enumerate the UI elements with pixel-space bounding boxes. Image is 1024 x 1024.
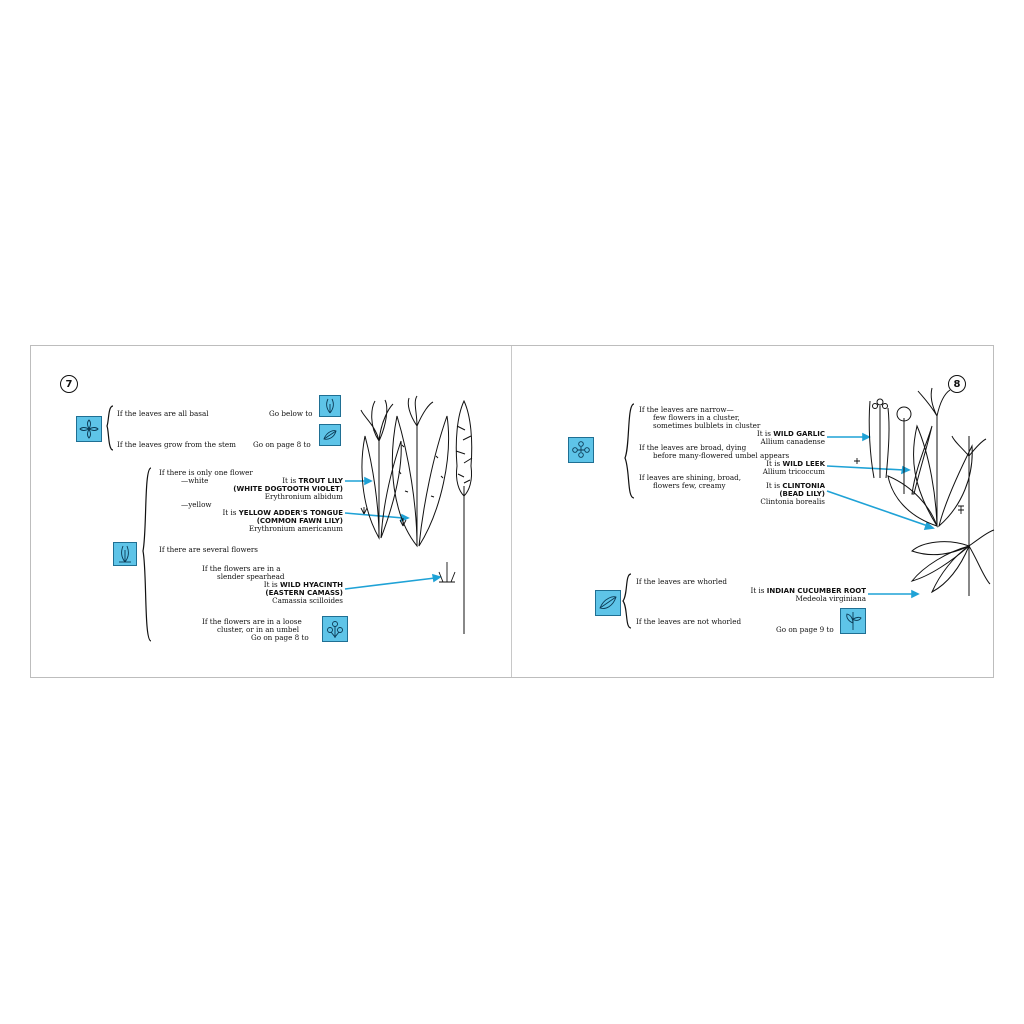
white-text: —white [181, 476, 209, 485]
clintonia-drawing [887, 387, 973, 528]
clintonia-sci: Clintonia borealis [760, 497, 825, 506]
trout-lily-label: It is TROUT LILY [211, 476, 343, 485]
clintonia-name: CLINTONIA [782, 482, 825, 490]
cucumber-root-name: INDIAN CUCUMBER ROOT [766, 587, 866, 595]
leaves-stem-text: If the leaves grow from the stem [117, 440, 236, 449]
wild-garlic-label: It is WILD GARLIC [692, 429, 825, 438]
page-gutter [511, 346, 512, 677]
trout-lily-name: TROUT LILY [298, 477, 343, 485]
leaf-clump-key-icon [113, 542, 137, 566]
cucumber-root-sci: Medeola virginiana [795, 594, 867, 603]
trout-lily-alt: (WHITE DOGTOOTH VIOLET) [233, 485, 343, 493]
broad-text-1: If the leaves are broad, dying [639, 443, 747, 452]
whorled-text: If the leaves are whorled [636, 577, 727, 586]
not-whorled-text: If the leaves are not whorled [636, 617, 742, 626]
leaves-basal-text: If the leaves are all basal [117, 409, 209, 418]
narrow-text-1: If the leaves are narrow— [639, 405, 734, 414]
adders-tongue-sci: Erythronium americanum [248, 524, 343, 533]
trout-lily-drawing [360, 399, 402, 540]
arrow [344, 512, 404, 519]
basal-leaves-key-icon [76, 416, 102, 442]
hyacinth-thumbnail [438, 562, 456, 583]
arrowhead [900, 465, 911, 475]
spearhead-text-1: If the flowers are in a [202, 564, 281, 573]
whorled-leaf-key-icon [595, 590, 621, 616]
page-number: 8 [948, 375, 966, 393]
adders-tongue-drawing [391, 395, 450, 548]
it-is: It is [766, 481, 781, 490]
trout-lily-thumbnail [360, 507, 368, 515]
adders-tongue-alt: (COMMON FAWN LILY) [256, 517, 343, 525]
right-page-drawings [622, 387, 995, 629]
cucumber-root-drawing [910, 435, 995, 596]
hyacinth-sci: Camassia scilloides [272, 596, 343, 605]
it-is: It is [222, 508, 237, 517]
wild-garlic-drawing [868, 398, 890, 479]
brace [624, 403, 635, 499]
clintonia-thumbnail [958, 505, 964, 514]
cluster-key-icon [322, 616, 348, 642]
cucumber-root-label: It is INDIAN CUCUMBER ROOT [692, 586, 866, 595]
adders-tongue-label: It is YELLOW ADDER'S TONGUE [191, 508, 343, 517]
clintonia-alt: (BEAD LILY) [779, 490, 825, 498]
wild-garlic-name: WILD GARLIC [773, 430, 825, 438]
loose-cluster-text-2: cluster, or in an umbel [217, 625, 300, 634]
it-is: It is [756, 429, 771, 438]
narrow-text-2: few flowers in a cluster, [653, 413, 740, 422]
arrow [826, 490, 929, 527]
left-page: 7 If the leaves are all basal Go below t… [31, 346, 511, 677]
go-page8-text: Go on page 8 to [253, 440, 311, 449]
wild-leek-drawing [896, 406, 933, 495]
arrowhead [911, 589, 920, 599]
adders-tongue-thumbnail [399, 518, 407, 527]
arrow [826, 465, 905, 471]
arrowhead [364, 476, 373, 486]
narrow-text-3: sometimes bulblets in cluster [653, 421, 761, 430]
hyacinth-alt: (EASTERN CAMASS) [265, 589, 343, 597]
page-number: 7 [60, 375, 78, 393]
it-is: It is [282, 476, 297, 485]
hyacinth-drawing [455, 399, 473, 634]
brace [142, 467, 152, 642]
book-spread: 7 If the leaves are all basal Go below t… [30, 345, 995, 678]
it-is: It is [263, 580, 278, 589]
wild-leek-name: WILD LEEK [782, 460, 825, 468]
brace [622, 573, 632, 629]
stem-leaf-key-icon [840, 608, 866, 634]
several-flowers-text: If there are several flowers [159, 545, 259, 554]
yellow-text: —yellow [181, 500, 212, 509]
arrowhead [432, 573, 442, 583]
arrowhead [862, 432, 871, 442]
loose-cluster-text-3: Go on page 8 to [251, 633, 309, 642]
adders-tongue-name: YELLOW ADDER'S TONGUE [238, 509, 343, 517]
shining-text-2: flowers few, creamy [653, 481, 726, 490]
right-page: 8 If the leaves are narrow— few flowers … [512, 346, 995, 677]
wild-leek-label: It is WILD LEEK [692, 459, 825, 468]
hyacinth-label: It is WILD HYACINTH [221, 580, 343, 589]
broad-text-2: before many-flowered umbel appears [653, 451, 790, 460]
trout-lily-sci: Erythronium albidum [264, 492, 343, 501]
it-is: It is [766, 459, 781, 468]
loose-cluster-text-1: If the flowers are in a loose [202, 617, 302, 626]
arrowhead [923, 521, 935, 530]
spearhead-text-2: slender spearhead [217, 572, 285, 581]
garlic-thumbnail [854, 458, 860, 464]
go-below-text: Go below to [269, 409, 313, 418]
it-is: It is [750, 586, 765, 595]
stem-leaf-key-icon [319, 424, 341, 446]
basal-leaf-key-icon [319, 395, 341, 417]
arrow [344, 577, 436, 590]
wild-leek-sci: Allium tricoccum [762, 467, 825, 476]
clintonia-label: It is CLINTONIA [712, 481, 825, 490]
arrowhead [399, 513, 410, 523]
umbel-key-icon [568, 437, 594, 463]
hyacinth-name: WILD HYACINTH [280, 581, 343, 589]
go-page9-text: Go on page 9 to [776, 625, 834, 634]
brace [106, 405, 114, 451]
shining-text-1: If leaves are shining, broad, [639, 473, 742, 482]
wild-garlic-sci: Allium canadense [760, 437, 825, 446]
one-flower-text: If there is only one flower [159, 468, 253, 477]
